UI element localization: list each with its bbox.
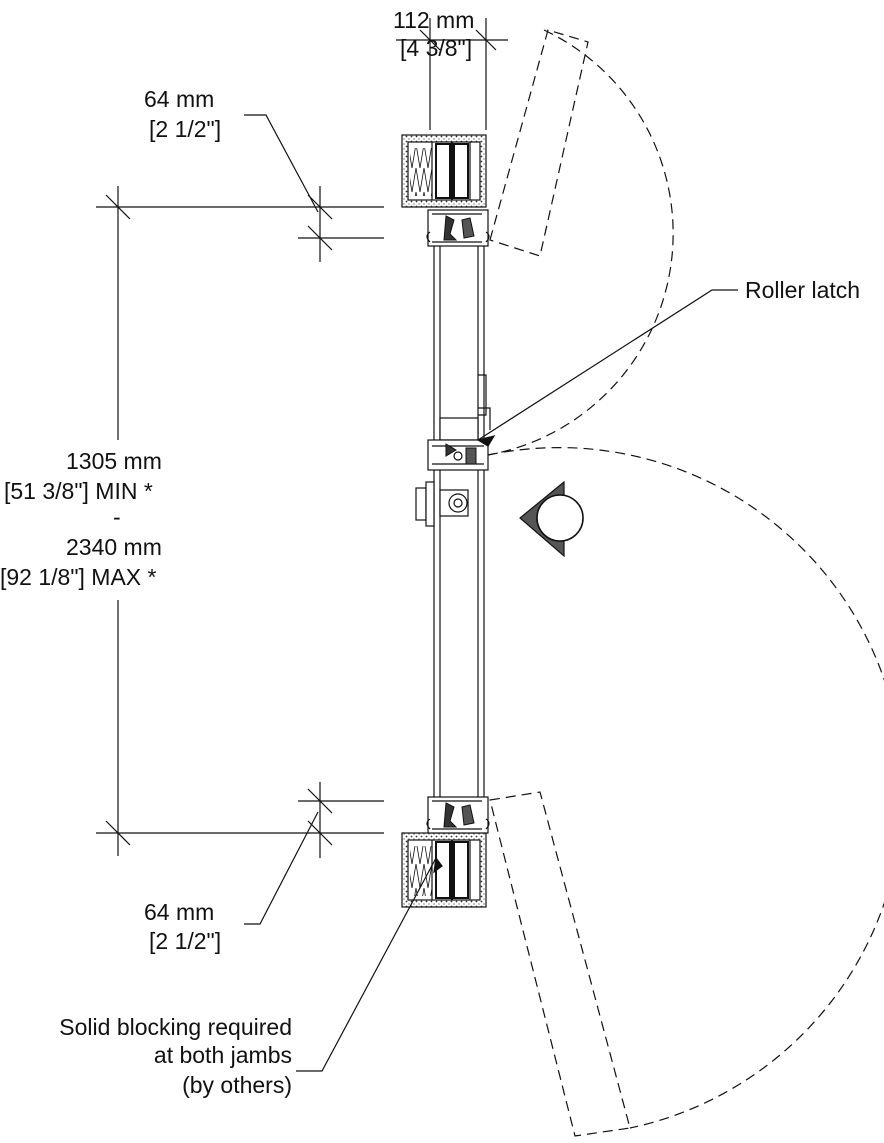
bottom-offset-metric-label: 64 mm <box>144 899 214 925</box>
top-offset-metric-label: 64 mm <box>144 86 214 112</box>
opening-max-metric-label: 2340 mm <box>66 534 162 560</box>
door-frame <box>415 209 491 834</box>
depth-dimension <box>396 18 508 130</box>
depth-imperial-label: [4 3/8"] <box>400 35 472 61</box>
bottom-offset-imperial-label: [2 1/2"] <box>149 928 221 954</box>
swing-arcs <box>487 29 884 1137</box>
bottom-wall-section <box>401 832 487 908</box>
top-wall-section <box>401 134 487 208</box>
blocking-leader <box>296 856 443 1072</box>
blocking-label-line2: at both jambs <box>154 1042 292 1068</box>
opening-height-dimension <box>105 186 131 856</box>
opening-separator-label: - <box>113 504 121 530</box>
opening-max-imperial-label: [92 1/8"] MAX * <box>0 564 157 590</box>
roller-latch-leader <box>476 289 738 447</box>
opening-min-metric-label: 1305 mm <box>66 448 162 474</box>
labels: 112 mm [4 3/8"] 64 mm [2 1/2"] 1305 mm [… <box>0 7 860 1098</box>
top-offset-dimension <box>96 114 384 262</box>
depth-metric-label: 112 mm <box>393 7 474 33</box>
blocking-label-line1: Solid blocking required <box>59 1014 292 1040</box>
top-offset-imperial-label: [2 1/2"] <box>149 116 221 142</box>
opening-min-imperial-label: [51 3/8"] MIN * <box>4 478 153 504</box>
blocking-label-line3: (by others) <box>182 1072 292 1098</box>
section-view-marker-icon <box>519 480 584 558</box>
bottom-offset-dimension <box>96 782 384 925</box>
roller-latch-label: Roller latch <box>745 277 860 303</box>
